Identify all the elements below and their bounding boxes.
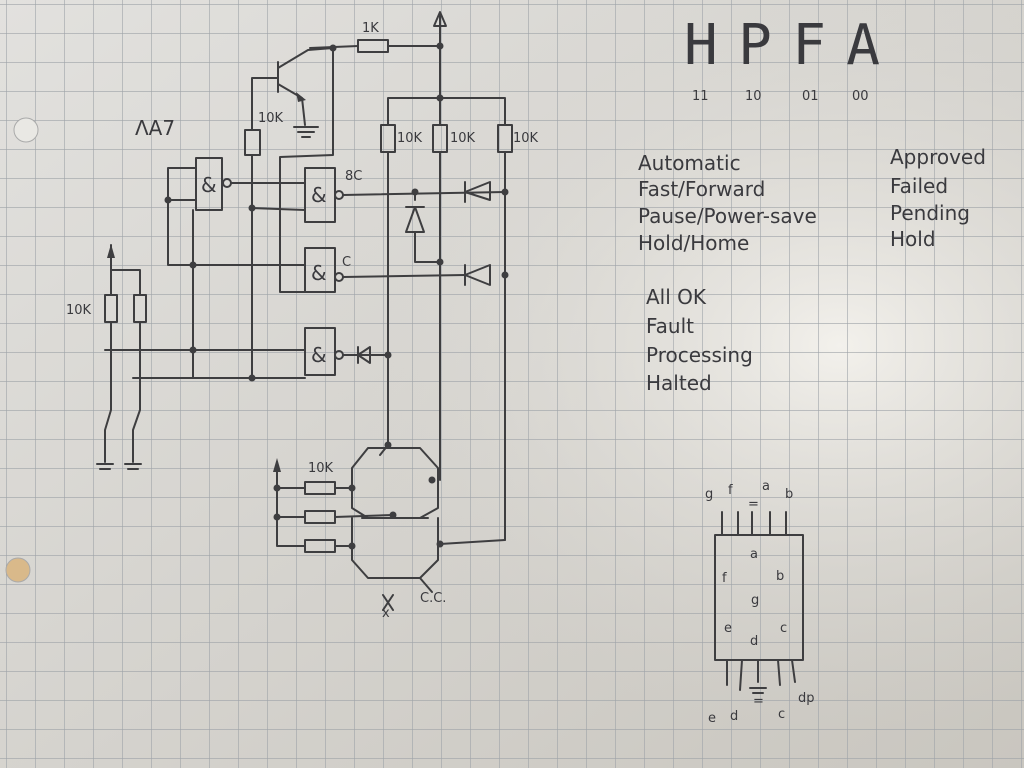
pin-label: a [762, 479, 770, 494]
gate-mark: 8C [345, 169, 362, 184]
ground-icon [293, 126, 319, 138]
pullup-label: 10K [450, 131, 476, 146]
svg-text:&: & [311, 183, 327, 207]
resistor-seg-1 [304, 481, 336, 495]
vcc-arrow-icon [433, 11, 447, 27]
mode-item: Approved [890, 145, 986, 169]
pin-label: = [753, 694, 764, 709]
resistor-pullup-3 [497, 124, 513, 153]
modes-list-left: Automatic Fast/Forward Pause/Power-save … [638, 151, 817, 255]
resistor-base-10k [244, 129, 261, 156]
pin-label: d [730, 709, 738, 724]
mode-item: Hold/Home [638, 231, 749, 255]
code-label: 11 [692, 89, 709, 104]
pin-label: c [778, 707, 785, 722]
status-item: Halted [646, 371, 712, 395]
ground-icon [96, 463, 142, 470]
pin-label: e [708, 711, 716, 726]
resistor-input-1 [104, 294, 118, 323]
mode-item: Fast/Forward [638, 177, 765, 201]
mode-item: Pause/Power-save [638, 204, 817, 228]
svg-text:&: & [201, 173, 217, 197]
segment-label: a [750, 547, 758, 562]
resistor-pullup-1 [380, 124, 396, 153]
gate-mark: C [342, 255, 351, 270]
chip-label: ΛA7 [135, 116, 175, 140]
svg-text:&: & [311, 261, 327, 285]
pin-label: b [785, 487, 793, 502]
status-item: All OK [646, 285, 707, 309]
common-cathode-label: C.C. [420, 591, 446, 606]
status-item: Fault [646, 314, 694, 338]
status-item: Processing [646, 343, 753, 367]
input-resistor-label: 10K [66, 303, 92, 318]
code-label: 00 [852, 89, 869, 104]
mode-item: Automatic [638, 151, 741, 175]
segment-label: d [750, 634, 758, 649]
diode-icon [405, 194, 441, 263]
mode-item: Failed [890, 174, 948, 198]
seven-segment-display [351, 447, 439, 579]
resistor-pullup-2 [432, 124, 448, 153]
segment-label: g [751, 593, 759, 608]
resistor-seg-3 [304, 539, 336, 553]
diode-icon [464, 181, 491, 203]
diode-icon [357, 346, 371, 364]
pullup-label: 10K [513, 131, 539, 146]
pin-label: = [748, 497, 759, 512]
binder-hole [5, 557, 31, 583]
pin-label: f [728, 483, 733, 498]
segment-label: b [776, 569, 784, 584]
binder-hole [13, 117, 39, 143]
segment-label: c [780, 621, 787, 636]
mode-item: Hold [890, 227, 936, 251]
resistor-1k-label: 1K [362, 21, 379, 36]
resistor-base-label: 10K [258, 111, 284, 126]
display-cross-label: x [382, 606, 390, 621]
resistor-input-2 [133, 294, 147, 323]
nand-gate-4: & [304, 327, 344, 376]
pullup-label: 10K [397, 131, 423, 146]
pin-label: dp [798, 691, 815, 706]
segment-resistor-label: 10K [308, 461, 334, 476]
resistor-seg-2 [304, 510, 336, 524]
diode-icon [464, 264, 491, 286]
circuit-schematic: 1K 10K ΛA7 & & & & 8C C 10K 10K 10K [66, 11, 539, 621]
code-label: 10 [745, 89, 762, 104]
status-list: All OK Fault Processing Halted [646, 285, 753, 395]
display-pinout: g f = a b a f b g e c d e d = c dp [705, 479, 815, 726]
resistor-1k [357, 39, 389, 53]
segment-label: f [722, 571, 727, 586]
nand-gate-2: & [304, 167, 344, 223]
pin-label: g [705, 487, 713, 502]
segment-label: e [724, 621, 732, 636]
modes-list-right: Approved Failed Pending Hold [890, 145, 986, 251]
mode-item: Pending [890, 201, 970, 225]
svg-text:&: & [311, 343, 327, 367]
code-label: 01 [802, 89, 819, 104]
nand-gate-1: & [195, 157, 232, 211]
